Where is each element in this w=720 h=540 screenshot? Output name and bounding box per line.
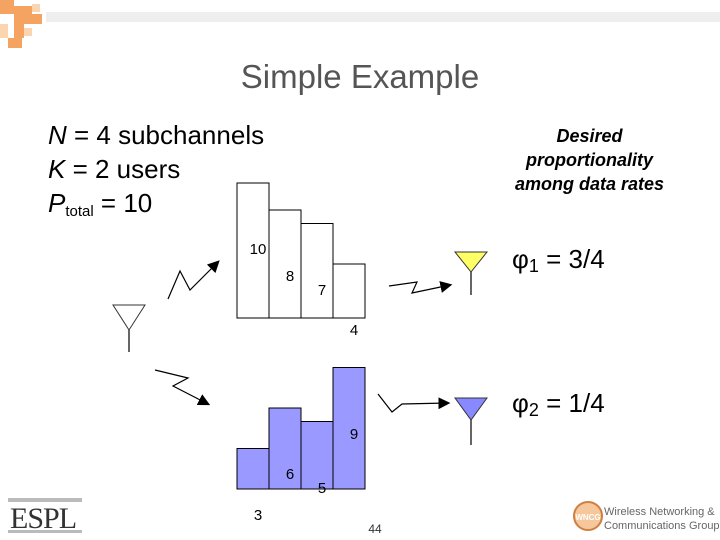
user2-bar-label: 5 — [317, 479, 327, 497]
corner-square — [0, 24, 8, 38]
user1-bar-label: 10 — [249, 241, 267, 258]
user1-bar-label: 8 — [285, 268, 295, 285]
param-n: N = 4 subchannels — [48, 120, 265, 150]
parameter-list: N = 4 subchannels K = 2 users Ptotal = 1… — [48, 118, 264, 229]
user2-bar-label: 3 — [253, 506, 263, 524]
user2-bar-label: 9 — [349, 425, 359, 443]
corner-square — [0, 0, 14, 14]
user1-bar-2 — [268, 209, 302, 319]
corner-square — [8, 38, 22, 48]
phi2-label: φ2 = 1/4 — [512, 388, 605, 420]
link-arrow-icon — [388, 281, 453, 294]
corner-square — [32, 14, 42, 24]
user2-antenna-icon — [454, 397, 488, 445]
corner-square — [14, 6, 32, 24]
page-title: Simple Example — [240, 58, 480, 95]
user2-bar-4 — [332, 367, 366, 490]
corner-square — [14, 24, 24, 38]
user1-bar-4 — [332, 263, 366, 319]
base-station-antenna-icon — [112, 304, 146, 352]
espl-logo-icon — [8, 498, 82, 533]
link-arrow-icon — [154, 369, 211, 406]
page-number: 44 — [368, 522, 382, 536]
espl-logo: ESPL — [10, 502, 77, 535]
user2-bar-label: 6 — [285, 466, 295, 483]
param-k: K = 2 users — [48, 154, 181, 184]
wncg-logo-text: Wireless Networking & Communications Gro… — [604, 506, 720, 532]
corner-square — [24, 28, 32, 36]
corner-decoration — [0, 0, 720, 48]
corner-square — [32, 4, 40, 12]
phi1-label: φ1 = 3/4 — [512, 244, 605, 276]
wncg-logo-icon: WNCG — [573, 501, 603, 531]
user1-antenna-icon — [453, 251, 489, 295]
user1-bar-label: 7 — [317, 281, 327, 299]
wncg-badge-text: WNCG — [575, 513, 600, 522]
user1-bar-1 — [236, 182, 270, 319]
link-arrow-icon — [167, 260, 220, 300]
link-arrow-icon — [377, 393, 451, 413]
user2-bar-2 — [268, 407, 302, 490]
param-p: Ptotal = 10 — [48, 188, 153, 220]
top-bar — [46, 12, 720, 22]
user1-bar-label: 4 — [349, 322, 359, 339]
desired-proportionality-label: Desired proportionality among data rates — [514, 126, 665, 194]
user1-bar-3 — [300, 223, 334, 319]
